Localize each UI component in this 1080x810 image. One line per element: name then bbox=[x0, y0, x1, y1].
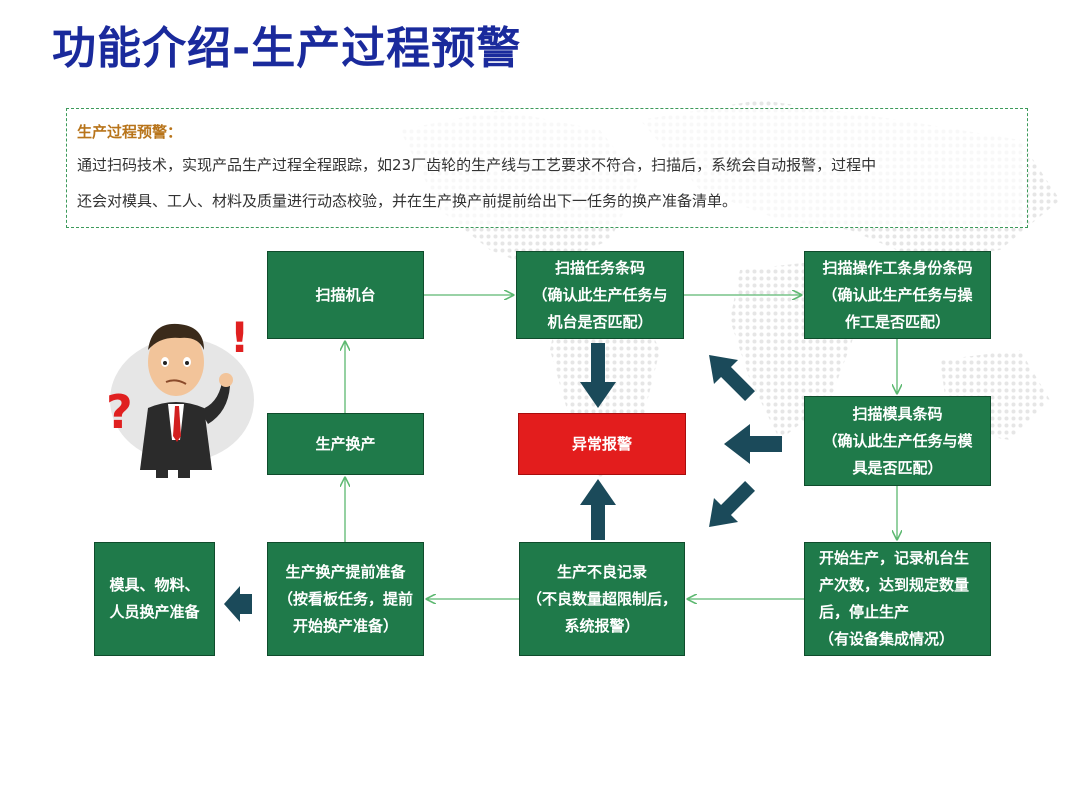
alarm-arrow-from-task bbox=[580, 343, 616, 408]
prepare-resources-label: 模具、物料、 人员换产准备 bbox=[109, 576, 200, 621]
alarm-arrow-from-worker bbox=[709, 355, 755, 401]
scan-worker-box: 扫描操作工条身份条码 （确认此生产任务与操 作工是否匹配） bbox=[804, 251, 991, 339]
start-production-label: 开始生产，记录机台生 产次数，达到规定数量 后，停止生产 （有设备集成情况） bbox=[819, 549, 970, 648]
description-box: 生产过程预警： 通过扫码技术，实现产品生产过程全程跟踪，如23厂齿轮的生产线与工… bbox=[66, 108, 1028, 228]
description-line-1: 通过扫码技术，实现产品生产过程全程跟踪，如23厂齿轮的生产线与工艺要求不符合，扫… bbox=[77, 156, 877, 174]
scan-machine-box: 扫描机台 bbox=[267, 251, 424, 339]
scan-machine-label: 扫描机台 bbox=[315, 285, 376, 304]
production-change-box: 生产换产 bbox=[267, 413, 424, 475]
alarm-arrow-from-defect bbox=[580, 479, 616, 540]
svg-text:?: ? bbox=[106, 385, 133, 439]
defect-record-label: 生产不良记录 （不良数量超限制后， 系统报警） bbox=[526, 562, 677, 635]
alarm-box: 异常报警 bbox=[518, 413, 686, 475]
scan-worker-label: 扫描操作工条身份条码 （确认此生产任务与操 作工是否匹配） bbox=[822, 258, 973, 331]
prepare-change-label: 生产换产提前准备 （按看板任务，提前 开始换产准备） bbox=[277, 562, 413, 635]
confused-businessman-icon: ? ! bbox=[106, 313, 254, 478]
prepare-change-box: 生产换产提前准备 （按看板任务，提前 开始换产准备） bbox=[267, 542, 424, 656]
start-production-box: 开始生产，记录机台生 产次数，达到规定数量 后，停止生产 （有设备集成情况） bbox=[804, 542, 991, 656]
production-change-label: 生产换产 bbox=[315, 434, 376, 453]
resource-arrow bbox=[224, 586, 252, 622]
alarm-arrow-from-start bbox=[709, 481, 755, 527]
alarm-arrow-from-mold bbox=[724, 424, 782, 464]
defect-record-box: 生产不良记录 （不良数量超限制后， 系统报警） bbox=[519, 542, 685, 656]
prepare-resources-box: 模具、物料、 人员换产准备 bbox=[94, 542, 215, 656]
scan-task-box: 扫描任务条码 （确认此生产任务与 机台是否匹配） bbox=[516, 251, 684, 339]
scan-mold-label: 扫描模具条码 （确认此生产任务与模 具是否匹配） bbox=[822, 404, 973, 477]
page-title: 功能介绍-生产过程预警 bbox=[52, 23, 522, 74]
scan-task-label: 扫描任务条码 （确认此生产任务与 机台是否匹配） bbox=[532, 258, 668, 331]
description-line-2: 还会对模具、工人、材料及质量进行动态校验，并在生产换产前提前给出下一任务的换产准… bbox=[77, 192, 738, 210]
description-heading: 生产过程预警： bbox=[77, 123, 183, 141]
alarm-label: 异常报警 bbox=[571, 434, 632, 453]
question-mark-icon: ? bbox=[106, 385, 133, 439]
svg-text:!: ! bbox=[230, 313, 249, 362]
exclamation-mark-icon: ! bbox=[230, 313, 249, 362]
scan-mold-box: 扫描模具条码 （确认此生产任务与模 具是否匹配） bbox=[804, 396, 991, 486]
